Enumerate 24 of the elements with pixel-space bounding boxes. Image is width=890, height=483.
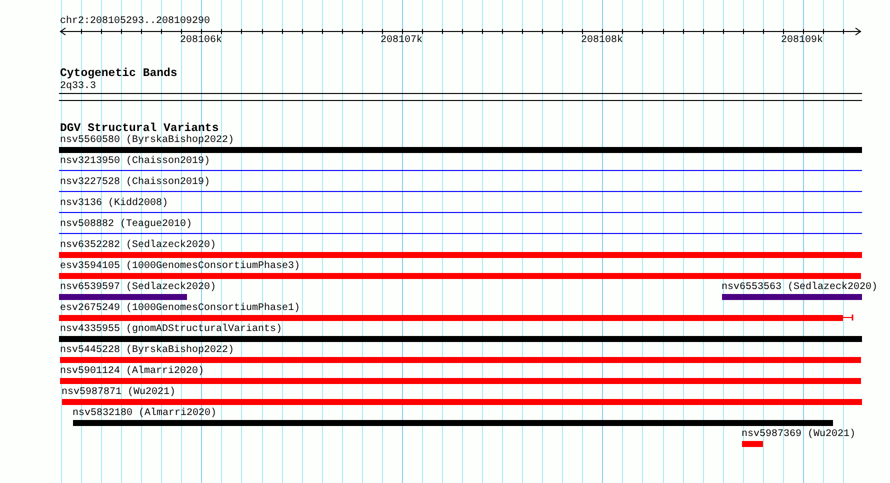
tick-label: 208106k	[180, 35, 222, 47]
variant-label: nsv6352282 (Sedlazeck2020)	[60, 240, 216, 252]
track-title: Cytogenetic Bands	[60, 67, 178, 81]
variant-label: nsv6539597 (Sedlazeck2020)	[60, 282, 216, 294]
variant-label: nsv5560580 (ByrskaBishop2022)	[60, 135, 234, 147]
band-label: 2q33.3	[60, 80, 96, 93]
variant-label: nsv3136 (Kidd2008)	[60, 198, 168, 210]
variant-label: nsv6553563 (Sedlazeck2020)	[722, 282, 878, 294]
variant-label: nsv508882 (Teague2010)	[60, 219, 192, 231]
variant-label: nsv5987369 (Wu2021)	[742, 429, 856, 441]
variant-label: nsv3227528 (Chaisson2019)	[60, 177, 210, 189]
coordinate-range-label: chr2:208105293..208109290	[60, 16, 210, 28]
tick-label: 208108k	[581, 35, 624, 47]
variant-label: nsv5901124 (Almarri2020)	[60, 366, 204, 378]
variant-label: nsv5987871 (Wu2021)	[62, 387, 176, 399]
variant-label: esv2675249 (1000GenomesConsortiumPhase1)	[60, 303, 300, 315]
variant-label: nsv4335955 (gnomADStructuralVariants)	[60, 324, 282, 336]
track-title: DGV Structural Variants	[60, 122, 219, 135]
variant-label: nsv5832180 (Almarri2020)	[72, 408, 217, 420]
tick-label: 208109k	[781, 35, 824, 47]
variant-label: esv3594105 (1000GenomesConsortiumPhase3)	[60, 261, 300, 273]
variant-label: nsv5445228 (ByrskaBishop2022)	[60, 345, 234, 357]
variant-label: nsv3213950 (Chaisson2019)	[60, 156, 210, 168]
tick-label: 208107k	[380, 35, 423, 47]
